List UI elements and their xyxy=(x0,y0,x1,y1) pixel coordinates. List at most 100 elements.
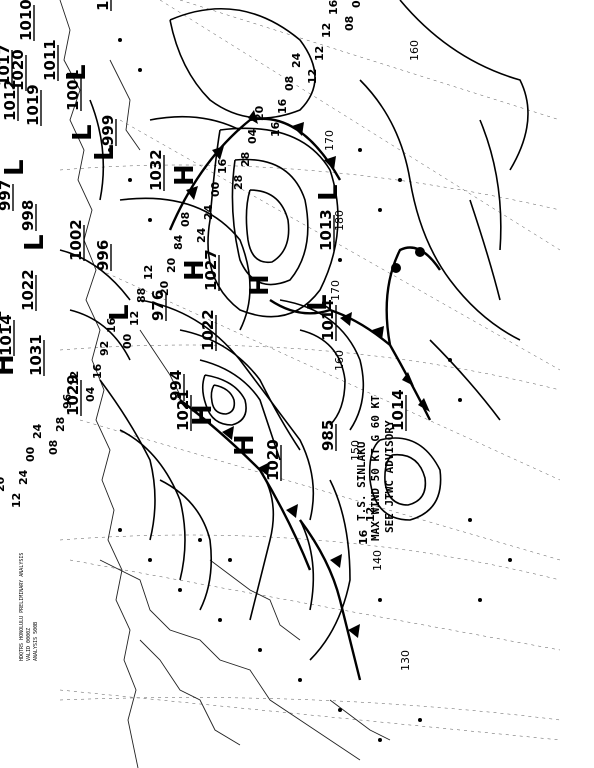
pressure-label-6: 1012 xyxy=(1,79,19,121)
isobar-label-20: 12 xyxy=(313,46,326,61)
isobar-label-38: 08 xyxy=(179,212,192,227)
marker-l-13: L xyxy=(303,294,333,311)
isobar-label-1: 12 xyxy=(10,493,23,508)
isobar-label-14: 16 xyxy=(91,363,104,379)
isobar-label-13: 28 xyxy=(54,417,67,432)
header-line-3: ANALYSIS 500B xyxy=(33,622,39,661)
isobar-label-40: 20 xyxy=(253,105,266,121)
pressure-label-26: 1013 xyxy=(317,209,335,251)
isobar-label-39: 16 xyxy=(216,158,229,174)
fronts xyxy=(168,110,441,681)
pressure-label-3: 1001 xyxy=(64,69,82,111)
pressure-label-16: 1031 xyxy=(27,334,45,376)
station-plots xyxy=(108,38,512,742)
advisory-line-1: T.S. SINLAKU xyxy=(355,441,368,521)
isobar-label-2: 08 xyxy=(47,440,60,455)
header-block: HDQTRS HONOLULU PRELIMINARY ANALYSIS VAL… xyxy=(19,553,39,661)
high-low-markers: HHHHHHLLLLLLLLLHH xyxy=(0,64,344,456)
isobar-label-29: 04 xyxy=(246,128,259,144)
pressure-label-2: 1011 xyxy=(41,39,59,81)
pressure-label-14: 1022 xyxy=(19,269,37,311)
longitude-label-2: 150 xyxy=(349,440,362,461)
isobar-label-32: 16 xyxy=(357,529,370,545)
isobar-label-24: 96 xyxy=(61,393,74,409)
isobar-label-12: 24 xyxy=(17,469,30,485)
marker-l-10: L xyxy=(20,234,50,251)
pressure-label-22: 985 xyxy=(319,420,337,451)
isobar-label-16: 20 xyxy=(165,257,178,273)
pressure-label-1: 1010 xyxy=(17,0,35,41)
isobar-label-42: 16 xyxy=(327,0,340,15)
isobar-label-17: 24 xyxy=(202,204,215,220)
isobar-label-9: 12 xyxy=(306,69,319,84)
isobar-label-15: 12 xyxy=(128,311,141,326)
isobar-label-30: 08 xyxy=(283,76,296,91)
isobar-label-6: 24 xyxy=(195,227,208,243)
pressure-label-23: 1027 xyxy=(202,249,220,291)
pressure-label-4: 999 xyxy=(99,115,117,146)
pressure-label-19: 976 xyxy=(149,290,167,321)
isobar-label-36: 16 xyxy=(105,317,118,333)
longitude-label-7: 160 xyxy=(408,40,421,61)
marker-h-2: H xyxy=(180,259,210,281)
pressure-label-9: 1020 xyxy=(9,49,27,91)
marker-l-7: L xyxy=(68,124,98,141)
marker-l-8: L xyxy=(90,144,120,161)
isobar-label-23: 00 xyxy=(24,446,37,462)
isobar-label-19: 16 xyxy=(276,98,289,114)
isobar-label-7: 28 xyxy=(232,175,245,190)
isobar-label-37: 12 xyxy=(142,265,155,280)
pressure-label-15: 1014 xyxy=(0,314,15,356)
isobar-label-41: 24 xyxy=(290,52,303,68)
isobar-value-labels: 1612080400202428161208202428161220242816… xyxy=(0,0,377,545)
coastlines xyxy=(59,0,391,768)
isobar-label-21: 08 xyxy=(350,0,363,8)
pressure-label-20: 1021 xyxy=(174,389,192,431)
header-line-2: VALID 0000Z xyxy=(26,628,32,661)
isobar-label-27: 84 xyxy=(172,234,185,250)
isobar-label-4: 00 xyxy=(121,333,134,349)
pressure-label-7: 1019 xyxy=(24,84,42,126)
pressure-label-25: 1014 xyxy=(319,299,337,341)
pressure-label-21: 1020 xyxy=(264,439,282,481)
pressure-label-8: 1017 xyxy=(0,44,13,86)
advisory-line-3: SEE JTWC ADVISORY xyxy=(383,420,396,533)
advisory-line-2: MAX WIND 50 KT G 60 KT xyxy=(369,395,382,541)
marker-h-3: H xyxy=(245,274,275,296)
pressure-center-labels: 1017101010111001999103210121019101710209… xyxy=(0,0,407,481)
longitude-label-0: 130 xyxy=(399,650,412,671)
longitude-label-6: 170 xyxy=(323,130,336,151)
graticule xyxy=(59,0,561,741)
pressure-label-0: 1017 xyxy=(94,0,112,11)
isobar-label-10: 08 xyxy=(343,16,356,31)
isobar-label-5: 20 xyxy=(158,280,171,296)
marker-h-4: H xyxy=(188,404,218,426)
longitude-label-3: 160 xyxy=(333,350,346,371)
marker-l-12: L xyxy=(105,304,135,321)
isobar-label-28: 00 xyxy=(209,181,222,197)
pressure-label-27: 1014 xyxy=(389,389,407,431)
isobar-label-25: 92 xyxy=(98,341,111,356)
pressure-label-5: 1032 xyxy=(147,149,165,191)
marker-h-15: H xyxy=(0,309,8,331)
isobar-label-8: 16 xyxy=(269,121,282,137)
isobar-label-3: 04 xyxy=(84,386,97,402)
map-text-layer: 1017101010111001999103210121019101710209… xyxy=(0,0,421,671)
advisory-box: T.S. SINLAKU MAX WIND 50 KT G 60 KT SEE … xyxy=(355,395,396,541)
isobar-label-35: 12 xyxy=(68,371,81,386)
isobars xyxy=(59,0,529,661)
marker-h-1: H xyxy=(170,164,200,186)
marker-h-16: H xyxy=(0,354,20,376)
pressure-label-18: 994 xyxy=(167,370,185,401)
isobar-label-33: 20 xyxy=(0,476,7,492)
pressure-label-11: 998 xyxy=(19,200,37,231)
pressure-label-13: 996 xyxy=(94,240,112,271)
isobar-label-26: 88 xyxy=(135,288,148,303)
isobar-label-31: 12 xyxy=(320,23,333,38)
header-line-1: HDQTRS HONOLULU PRELIMINARY ANALYSIS xyxy=(19,553,25,661)
isobar-label-34: 24 xyxy=(31,423,44,439)
pressure-label-10: 997 xyxy=(0,180,14,211)
marker-l-6: L xyxy=(62,64,92,81)
